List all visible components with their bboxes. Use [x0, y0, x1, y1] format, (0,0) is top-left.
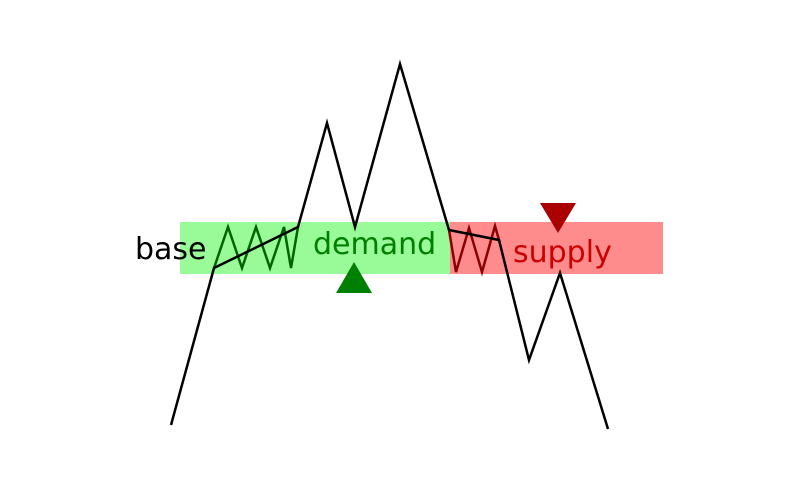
demand-zone — [180, 222, 450, 274]
demand-label: demand — [313, 227, 436, 262]
supply-label: supply — [513, 235, 612, 270]
price-line — [169, 59, 610, 430]
supply-zigzag — [447, 221, 501, 277]
up-arrow-icon — [336, 262, 372, 293]
base-zigzag — [212, 223, 300, 272]
supply-zone — [450, 222, 663, 274]
base-label: base — [135, 232, 207, 267]
down-arrow-icon — [540, 203, 576, 233]
